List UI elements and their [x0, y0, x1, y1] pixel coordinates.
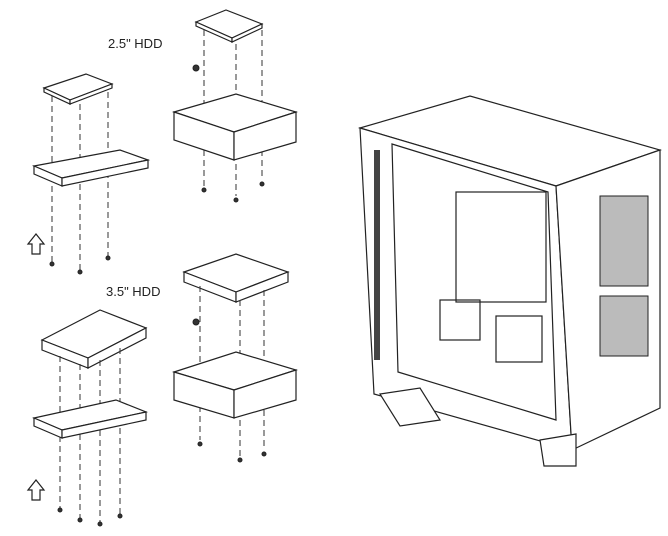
- ssd-on-tray-illustration: [26, 73, 151, 275]
- hdd-into-cage-illustration: [171, 253, 299, 463]
- hdd-on-tray-illustration: [26, 309, 149, 527]
- arrow-up-icon: [26, 233, 46, 255]
- ssd-into-cage-illustration: [171, 9, 299, 203]
- vent-mesh: [599, 295, 649, 357]
- vent-mesh: [599, 195, 649, 287]
- ssd-label: 2.5" HDD: [108, 36, 163, 51]
- hdd-label: 3.5" HDD: [106, 284, 161, 299]
- arrow-up-icon: [26, 479, 46, 501]
- pc-case-illustration: [357, 95, 662, 467]
